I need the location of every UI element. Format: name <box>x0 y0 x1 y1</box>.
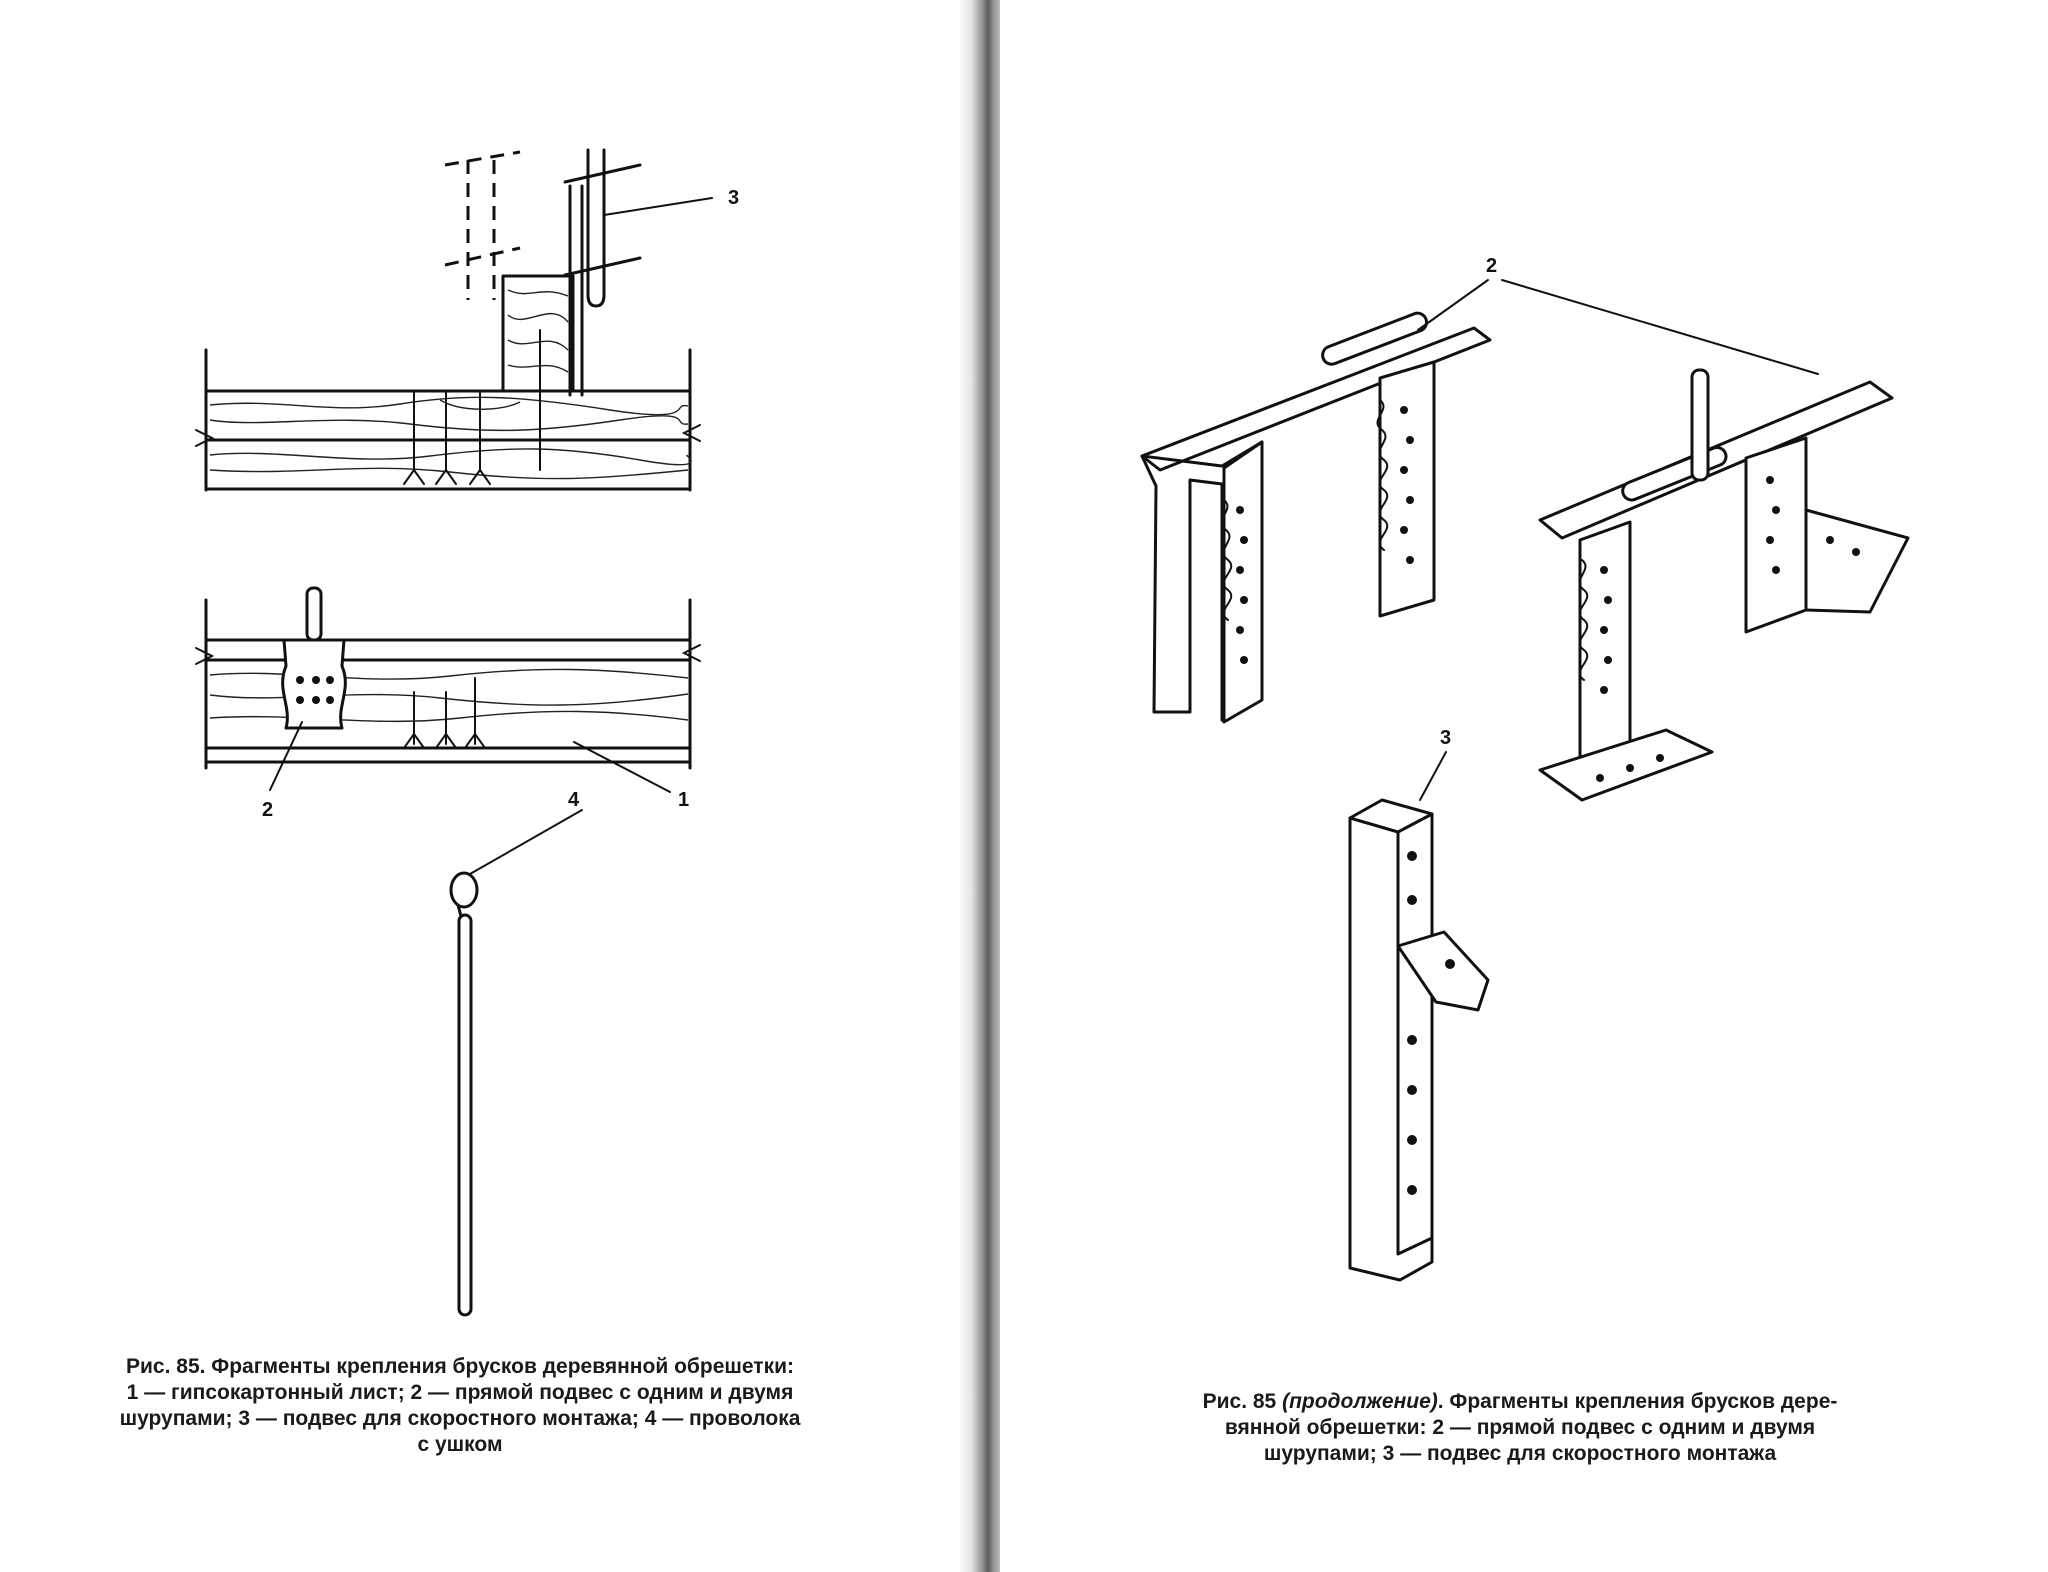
quick-mount-hanger-3d: 3 <box>1348 727 1490 1282</box>
left-caption-line-2: 1 — гипсокартонный лист; 2 — прямой подв… <box>126 1381 794 1404</box>
right-caption-line-1: Рис. 85 (продолжение). Фрагменты креплен… <box>1100 1389 1940 1415</box>
left-figure-caption: Рис. 85. Фрагменты крепления брусков дер… <box>40 1354 880 1458</box>
right-caption-line1-rest: . Фрагменты крепления брусков дере- <box>1437 1390 1838 1413</box>
straight-hanger-two-screws <box>1538 368 1910 802</box>
right-page: 2 3 Рис. 85 (продолжение). Фрагменты кре… <box>1000 0 2048 1572</box>
label-3-left: 3 <box>728 187 739 209</box>
right-caption-prefix: Рис. 85 <box>1202 1390 1283 1413</box>
left-caption-line-3: шурупами; 3 — подвес для скоростного мон… <box>119 1407 801 1430</box>
left-figure-diagram: 3 <box>195 148 739 1317</box>
label-3-right: 3 <box>1440 727 1451 749</box>
right-caption-line-3: шурупами; 3 — подвес для скоростного мон… <box>1263 1442 1777 1465</box>
quick-mount-hanger <box>563 148 713 397</box>
right-caption-line-2: вянной обрешетки: 2 — прямой подвес с од… <box>1224 1416 1816 1439</box>
left-caption-line-1: Рис. 85. Фрагменты крепления брусков дер… <box>126 1355 794 1378</box>
dashed-rod <box>444 150 521 300</box>
left-caption-line-4: с ушком <box>417 1433 503 1456</box>
label-2-right: 2 <box>1486 255 1497 277</box>
right-figure-diagram: 2 3 <box>1140 255 1910 1282</box>
right-figure-caption: Рис. 85 (продолжение). Фрагменты креплен… <box>1100 1389 1940 1467</box>
label-4-left: 4 <box>568 789 580 811</box>
upper-section-drawing: 3 <box>195 148 739 492</box>
left-page: 3 <box>0 0 970 1572</box>
right-caption-italic: (продолжение) <box>1282 1390 1438 1413</box>
lower-section-drawing: 2 1 <box>195 586 701 821</box>
wire-with-eye: 4 <box>449 789 583 1317</box>
label-1-left: 1 <box>678 789 689 811</box>
label-2-left: 2 <box>262 799 273 821</box>
straight-hanger-one-screw <box>1140 311 1492 724</box>
